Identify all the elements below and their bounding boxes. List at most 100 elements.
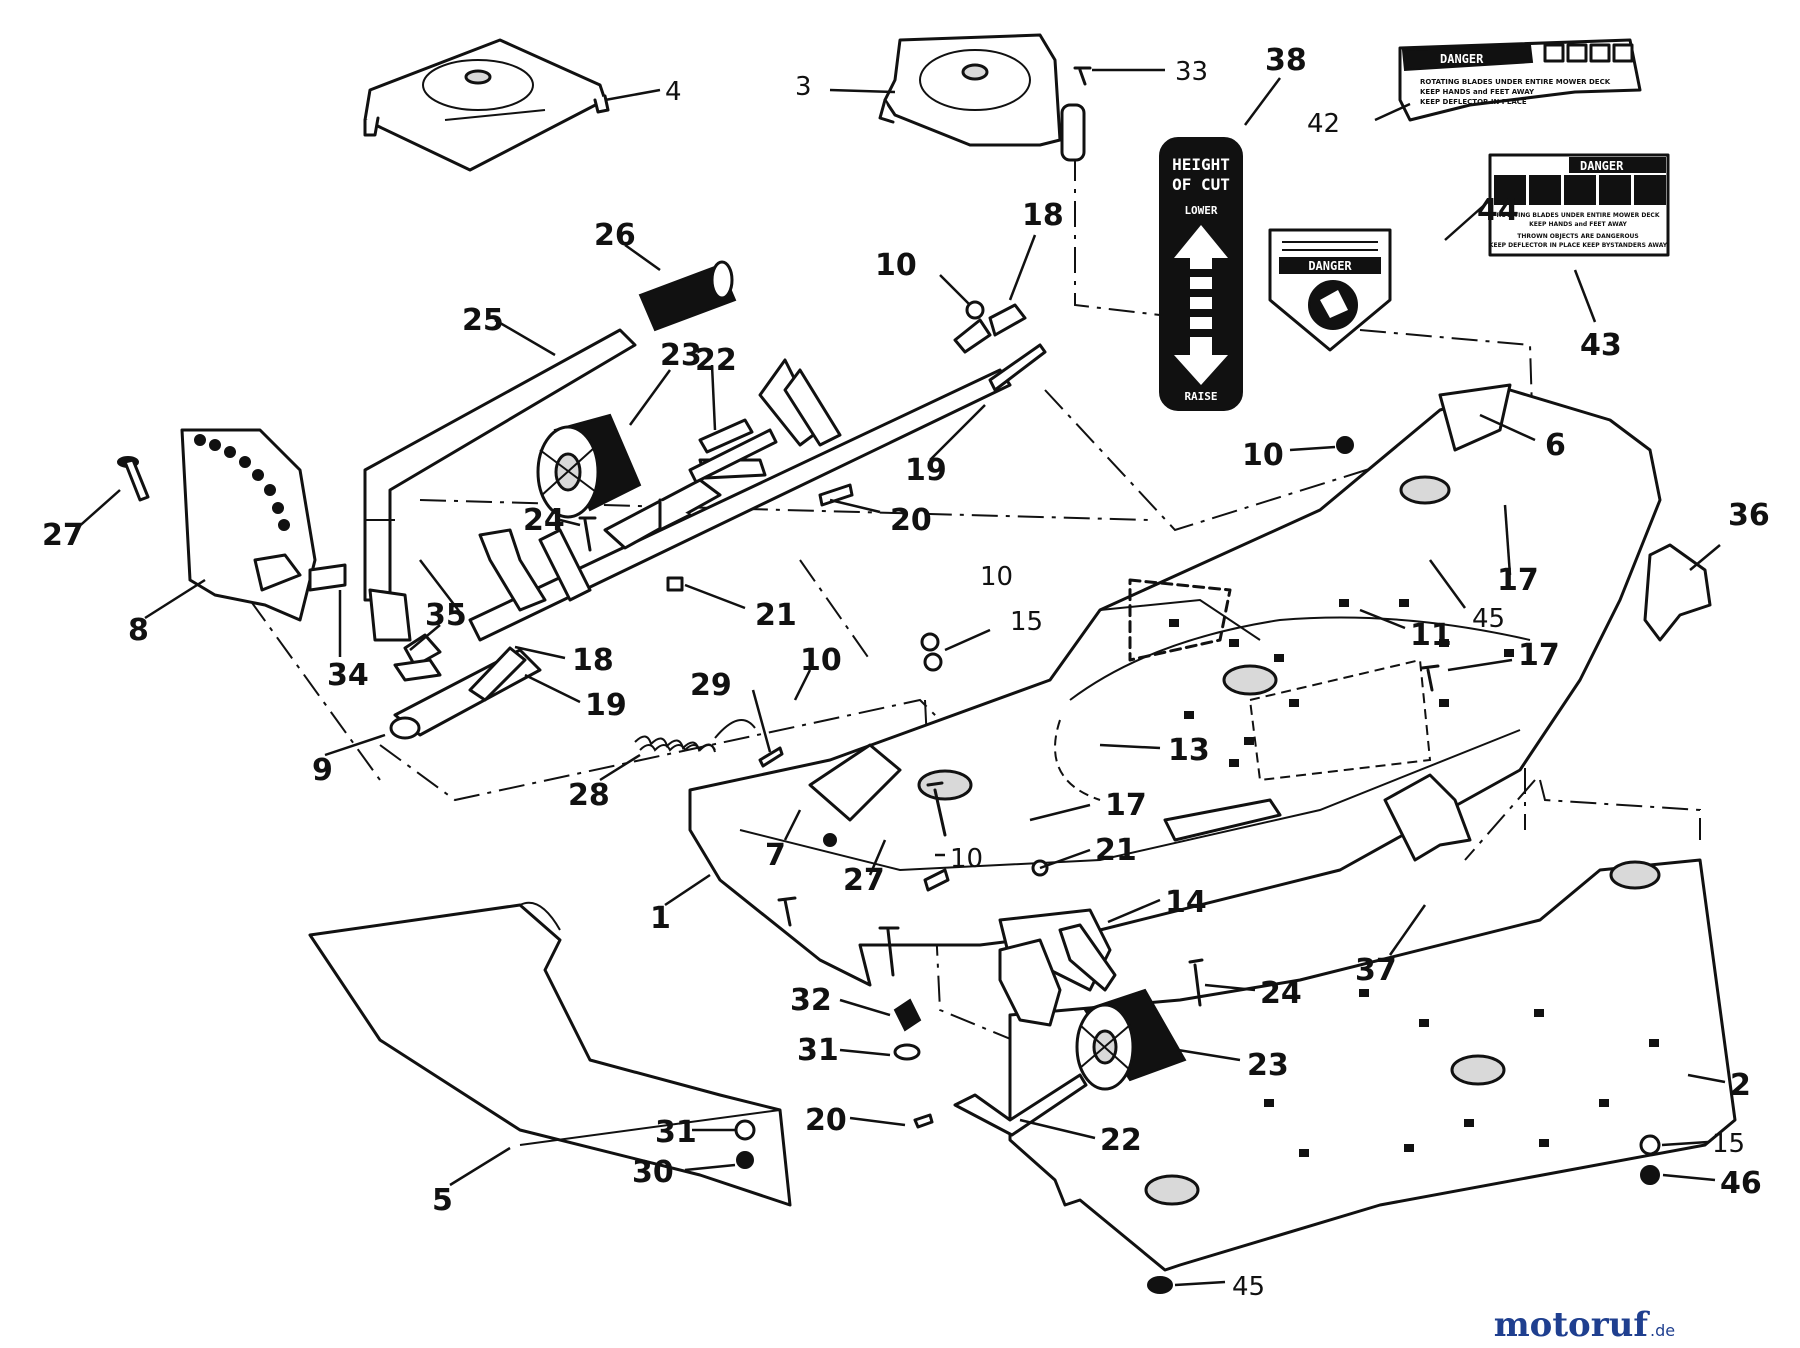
decal-42-line2: KEEP HANDS and FEET AWAY [1420,88,1535,96]
danger-decal-43: DANGER ROTATING BLADES UNDER ENTIRE MOWE… [1488,153,1670,257]
callout-45a: 45 [1472,604,1505,634]
callout-27a: 27 [42,518,84,553]
decal-42-header: DANGER [1440,52,1484,66]
callout-4: 4 [665,77,682,107]
callout-20b: 20 [805,1103,847,1138]
callout-20a: 20 [890,503,932,538]
decal-42-line3: KEEP DEFLECTOR IN PLACE [1420,98,1527,106]
callout-38: 38 [1265,43,1307,78]
callout-1: 1 [650,901,671,936]
callout-11: 11 [1410,618,1452,653]
callout-13: 13 [1168,733,1210,768]
callout-24b: 24 [1260,976,1302,1011]
leader-lines [74,68,1726,1287]
lower-roller-assembly [878,923,1204,1137]
callout-10c: 10 [980,562,1013,592]
callout-10b: 10 [1242,438,1284,473]
callout-18a: 18 [1022,198,1064,233]
callout-26: 26 [594,218,636,253]
watermark-suffix: .de [1650,1321,1675,1340]
watermark: motoruf .de [1494,1305,1675,1345]
callout-6: 6 [1545,428,1566,463]
callout-30: 30 [632,1155,674,1190]
callout-24a: 24 [523,503,565,538]
callout-31a: 31 [797,1033,839,1068]
callout-18b: 18 [572,643,614,678]
axle-bolt-22a [688,428,778,484]
decal-lower: LOWER [1184,204,1217,217]
gauge-wheel-23a [536,413,642,519]
callout-43: 43 [1580,328,1622,363]
screw-27a [117,456,150,502]
spring-28 [634,719,784,768]
mower-deck-shell-1 [688,383,1712,992]
callout-22b: 22 [1100,1123,1142,1158]
height-adjust-plate-8 [180,428,347,622]
decal-raise: RAISE [1184,390,1217,403]
discharge-chute-5 [308,901,792,1207]
lift-shaft [468,303,1047,642]
callout-33: 33 [1175,57,1208,87]
blade-housing-cover-4 [363,38,610,172]
front-rod-assembly [368,588,542,740]
callout-8: 8 [128,613,149,648]
decal-line2: OF CUT [1172,175,1230,194]
callout-9: 9 [312,753,333,788]
callout-numbers: 4 3 33 38 42 26 18 10 44 43 25 23 22 19 … [42,43,1770,1302]
callout-7: 7 [765,838,786,873]
callout-45b: 45 [1232,1272,1265,1302]
callout-21b: 21 [1095,833,1137,868]
callout-10a: 10 [875,248,917,283]
handle-grip-26 [638,260,737,332]
lower-hardware [777,632,1661,1294]
callout-15a: 15 [1010,607,1043,637]
callout-27b: 27 [843,863,885,898]
baffle-plate-2 [1008,858,1737,1272]
callout-17c: 17 [1105,788,1147,823]
decal-43-header: DANGER [1580,159,1624,173]
callout-2: 2 [1730,1068,1751,1103]
upper-hardware [578,300,1502,592]
callout-23a: 23 [660,338,702,373]
callout-29: 29 [690,668,732,703]
decal-43-line3: THROWN OBJECTS ARE DANGEROUS [1517,233,1639,240]
lift-lever-25 [363,328,637,602]
decal-43-line4: KEEP DEFLECTOR IN PLACE KEEP BYSTANDERS … [1489,242,1668,249]
callout-36: 36 [1728,498,1770,533]
callout-10e: 10 [950,844,983,874]
callout-35: 35 [425,598,467,633]
callout-19a: 19 [905,453,947,488]
callout-37: 37 [1355,953,1397,988]
callout-5: 5 [432,1183,453,1218]
callout-14: 14 [1165,885,1207,920]
decal-43-line2: KEEP HANDS and FEET AWAY [1529,221,1627,228]
callout-23b: 23 [1247,1048,1289,1083]
callout-34: 34 [327,658,369,693]
callout-44: 44 [1477,193,1519,228]
decal-44-header: DANGER [1308,259,1352,273]
blade-housing-cover-3 [878,33,1092,162]
danger-decal-44: DANGER [1268,228,1392,352]
callout-32: 32 [790,983,832,1018]
callout-17a: 17 [1497,563,1539,598]
callout-10d: 10 [800,643,842,678]
watermark-brand: motoruf [1494,1305,1651,1345]
callout-19b: 19 [585,688,627,723]
callout-28: 28 [568,778,610,813]
danger-decal-42: DANGER ROTATING BLADES UNDER ENTIRE MOWE… [1398,38,1642,122]
callout-31b: 31 [655,1115,697,1150]
callout-25: 25 [462,303,504,338]
callout-22a: 22 [695,343,737,378]
callout-46: 46 [1720,1166,1762,1201]
decal-line1: HEIGHT [1172,155,1230,174]
callout-21a: 21 [755,598,797,633]
callout-15b: 15 [1712,1129,1745,1159]
callout-17b: 17 [1518,638,1560,673]
callout-42: 42 [1307,109,1340,139]
decal-42-line1: ROTATING BLADES UNDER ENTIRE MOWER DECK [1420,78,1611,86]
height-of-cut-decal-38: HEIGHT OF CUT LOWER RAISE [1159,137,1243,411]
decal-43-line1: ROTATING BLADES UNDER ENTIRE MOWER DECK [1497,212,1660,219]
callout-3: 3 [795,72,812,102]
